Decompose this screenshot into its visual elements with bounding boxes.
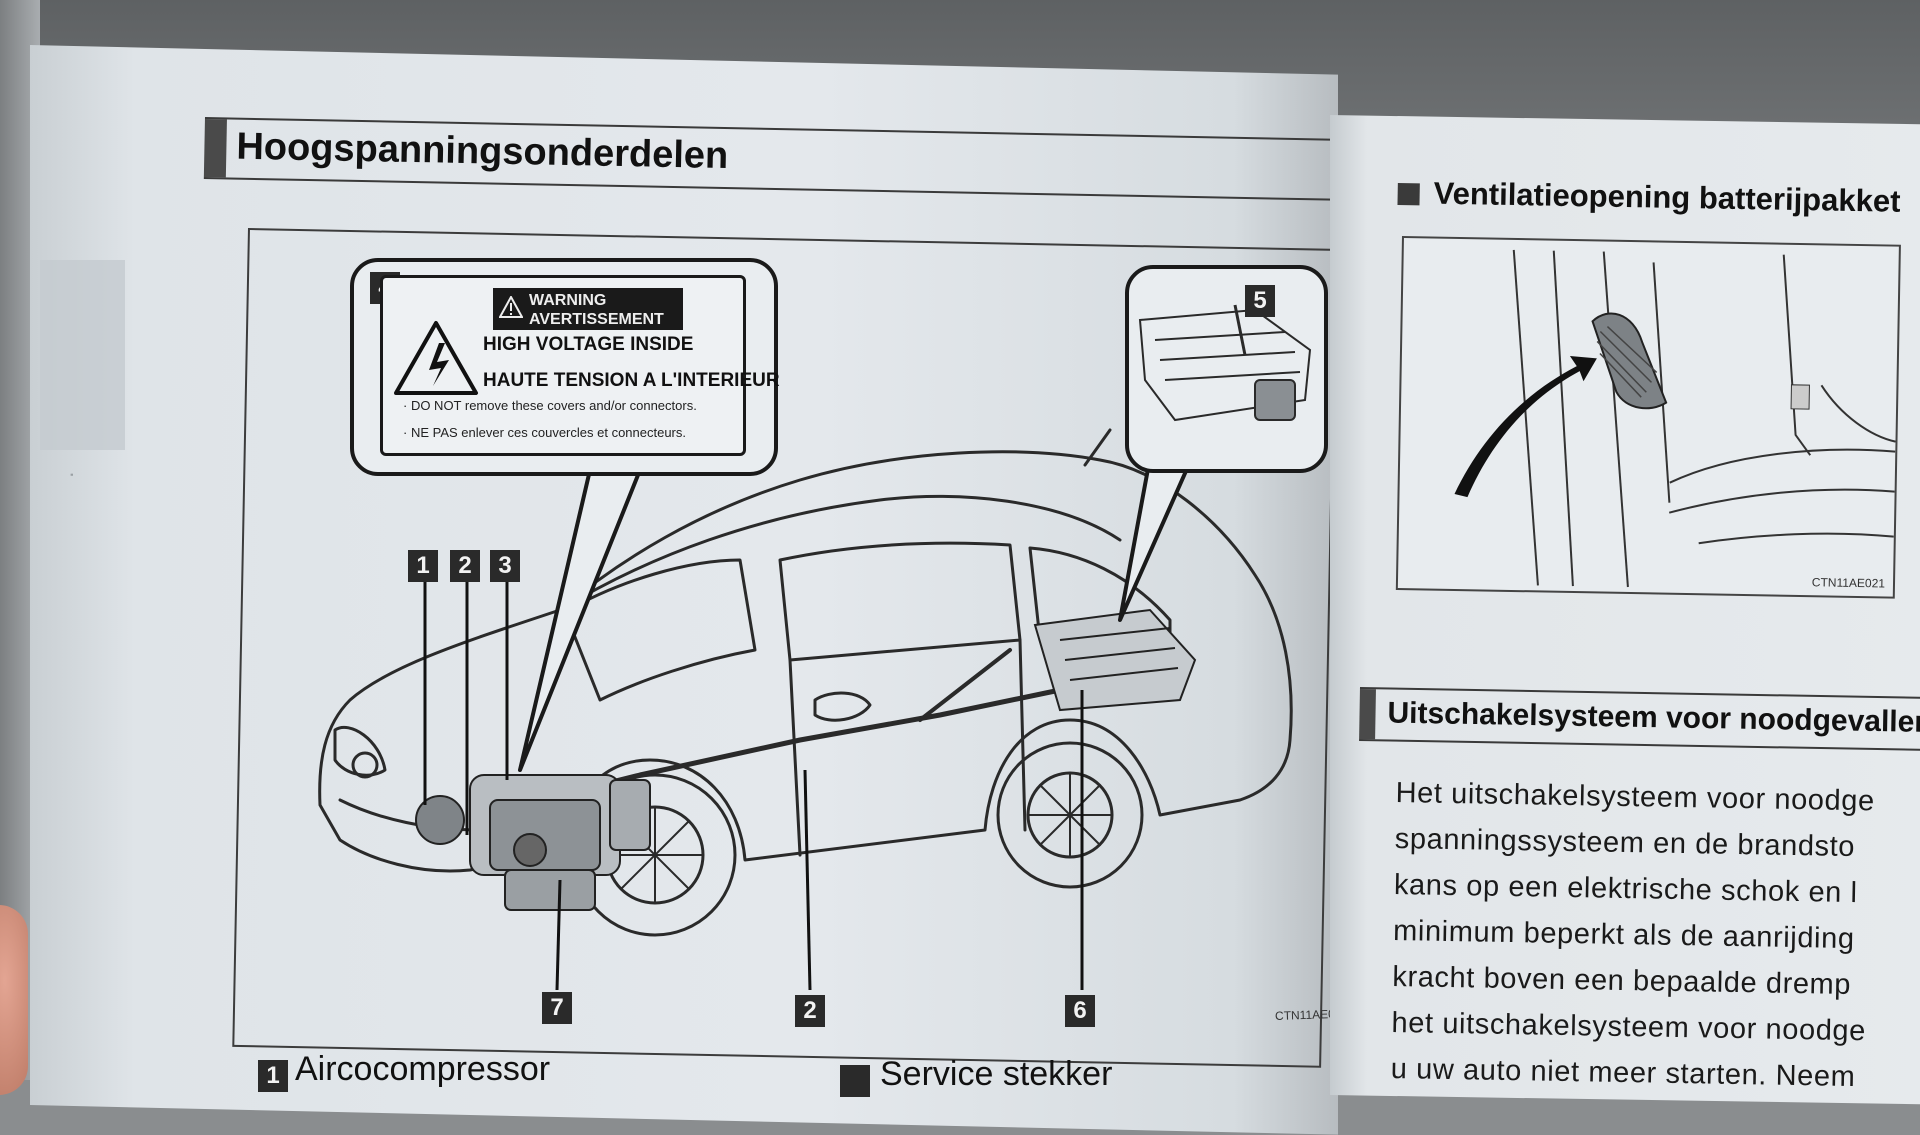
vent-figure-frame: CTN11AE021 <box>1395 236 1901 599</box>
car-windshield <box>563 558 757 702</box>
engine-assembly <box>415 774 651 911</box>
emergency-section-heading: Uitschakelsysteem voor noodgevallen <box>1359 687 1920 752</box>
ne-pas-enlever-text: · NE PAS enlever ces couvercles et conne… <box>403 425 686 440</box>
list-item-service-stekker: Service stekker <box>880 1055 1113 1093</box>
body-line: het uitschakelsysteem voor noodge <box>1391 1006 1867 1048</box>
warning-text: WARNING <box>529 292 607 309</box>
callout-number-2: 2 <box>450 550 480 582</box>
vent-figure-code: CTN11AE021 <box>1811 575 1886 591</box>
callout-number-5: 5 <box>1245 285 1275 317</box>
body-line: Het uitschakelsysteem voor noodge <box>1395 776 1876 818</box>
high-voltage-text: HIGH VOLTAGE INSIDE <box>483 334 694 355</box>
page-tab-strip <box>40 260 125 450</box>
battery-detail-sketch <box>1138 304 1312 422</box>
callout-number-3: 3 <box>490 550 520 582</box>
rear-wheel <box>996 741 1144 889</box>
emergency-heading-text: Uitschakelsysteem voor noodgevallen <box>1387 696 1920 739</box>
ventilation-heading-text: Ventilatieopening batterijpakket <box>1433 175 1901 219</box>
list-number-2-box <box>840 1065 870 1097</box>
callout-5-tail <box>1118 456 1192 622</box>
leader-7 <box>555 879 562 991</box>
list-number-1: 1 <box>258 1060 288 1092</box>
callout-number-7: 7 <box>542 992 572 1024</box>
callout-number-2-bottom: 2 <box>795 995 825 1027</box>
antenna <box>1083 428 1112 467</box>
section-bar <box>1359 688 1376 740</box>
avertissement-text: AVERTISSEMENT <box>529 311 664 328</box>
body-line: minimum beperkt als de aanrijding <box>1392 914 1855 956</box>
body-line: u uw auto niet meer starten. Neem <box>1390 1052 1856 1094</box>
pointer-arrow-icon <box>1454 355 1597 498</box>
haute-tension-text: HAUTE TENSION A L'INTERIEUR <box>483 370 780 391</box>
car-illustration <box>318 428 1293 991</box>
vent-illustration <box>1454 249 1896 588</box>
body-line: spanningssysteem en de brandsto <box>1394 822 1856 864</box>
callout-5-balloon <box>1125 265 1328 473</box>
emergency-body-text: Het uitschakelsysteem voor noodge spanni… <box>1390 770 1876 1100</box>
callout-4-tail <box>518 468 642 772</box>
leader-2b <box>803 769 812 991</box>
callout-number-1: 1 <box>408 550 438 582</box>
car-mirror <box>813 691 872 722</box>
callout-number-6: 6 <box>1065 995 1095 1027</box>
warning-header: WARNING AVERTISSEMENT <box>493 288 683 330</box>
do-not-remove-text: · DO NOT remove these covers and/or conn… <box>403 398 697 413</box>
hv-warning-triangle-icon <box>394 321 478 395</box>
car-emblem <box>351 751 379 779</box>
car-headlight <box>333 725 387 777</box>
thumb <box>0 905 28 1095</box>
body-line: kans op een elektrische schok en l <box>1393 868 1858 910</box>
hv-warning-label: WARNING AVERTISSEMENT HIGH VOLTAGE INSID… <box>380 275 780 456</box>
body-line: kracht boven een bepaalde dremp <box>1392 960 1852 1001</box>
warning-triangle-icon <box>499 296 523 318</box>
figure-code: CTN11AE0 <box>1274 1006 1336 1024</box>
battery-pack <box>1033 608 1197 712</box>
heading-square-icon <box>1397 182 1420 206</box>
car-front-window <box>778 541 1022 662</box>
car-rear-window <box>1028 546 1172 642</box>
list-item-aircocompressor: Aircocompressor <box>295 1050 551 1088</box>
